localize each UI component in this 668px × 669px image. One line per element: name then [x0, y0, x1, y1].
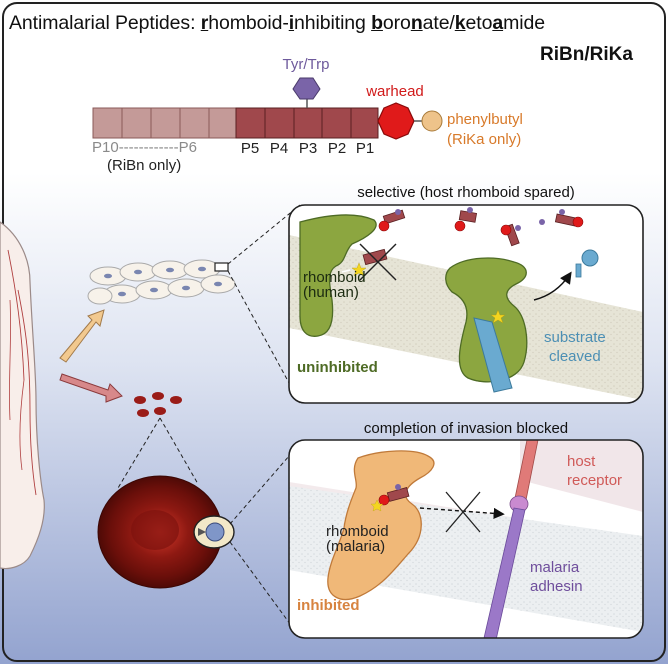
title-segment: mide	[503, 12, 545, 34]
title-underlined-letter: a	[492, 12, 504, 34]
arm-illustration	[0, 221, 45, 570]
title: Antimalarial Peptides: rhomboid-inhibiti…	[9, 12, 545, 35]
title-segment: homboid-	[208, 12, 289, 34]
residue-p8	[150, 107, 181, 139]
title-underlined-letter: n	[410, 12, 423, 34]
position-p3: P3	[298, 140, 318, 157]
bound-peptide-bottom	[386, 487, 410, 502]
warhead-label: warhead	[366, 83, 424, 100]
malaria-rhomboid	[327, 450, 435, 601]
position-p5: P5	[240, 140, 260, 157]
host-receptor-label: host receptor	[567, 453, 623, 489]
phenylbutyl-label: phenylbutyl	[447, 111, 523, 128]
bottom-panel-border	[288, 439, 644, 639]
title-underlined-letter: k	[454, 12, 466, 34]
cleaved-fragment	[581, 249, 599, 267]
residue-p3	[293, 107, 323, 139]
top-membrane	[289, 235, 643, 400]
subtitle: RiBn/RiKa	[540, 44, 633, 65]
p10-p6-label: P10------------P6	[92, 139, 197, 156]
red-blood-cell	[97, 475, 235, 589]
bottom-panel-caption: completion of invasion blocked	[363, 420, 569, 437]
residue-p6	[208, 107, 237, 139]
residue-p1	[350, 107, 379, 139]
substrate-label: substrate cleaved	[544, 329, 606, 365]
substrate-helix	[473, 317, 513, 393]
warhead-octagon	[377, 102, 415, 140]
title-segment: oro	[382, 12, 411, 34]
residue-p4	[264, 107, 295, 139]
bottom-panel	[288, 439, 644, 639]
tyr-trp-hexagon	[292, 77, 321, 100]
tan-arrow	[59, 309, 105, 363]
residue-p7	[179, 107, 210, 139]
title-underlined-letter: i	[288, 12, 295, 34]
peptide-chain	[92, 77, 443, 140]
x-mark-top-2	[359, 243, 397, 281]
ribn-only-label: (RiBn only)	[107, 157, 182, 174]
title-segment: ate/	[422, 12, 455, 34]
residue-p2	[321, 107, 352, 139]
uninhibited-label: uninhibited	[297, 359, 378, 376]
release-arrow	[533, 271, 572, 301]
epithelial-cells	[87, 259, 236, 305]
arm-arrows	[59, 309, 123, 403]
position-p2: P2	[327, 140, 347, 157]
pink-arrow	[59, 373, 123, 403]
top-panel	[288, 204, 644, 404]
position-p1: P1	[355, 140, 375, 157]
title-underlined-letter: r	[200, 12, 209, 34]
malaria-adhesin	[483, 507, 526, 638]
title-underlined-letter: b	[371, 12, 383, 34]
projection-lines	[117, 204, 301, 633]
title-segment: nhibiting	[294, 12, 372, 34]
host-cell-area	[520, 440, 643, 512]
malaria-rhomboid-label: rhomboid (malaria)	[326, 523, 389, 555]
inhibited-label: inhibited	[297, 597, 360, 614]
cleaved-stub	[575, 263, 582, 278]
phenylbutyl-circle	[421, 110, 443, 132]
residue-p9	[121, 107, 152, 139]
x-mark-bottom-2	[445, 491, 481, 533]
zoom-box-tissue	[214, 262, 229, 272]
title-segment: Antimalarial Peptides:	[9, 12, 201, 34]
position-p4: P4	[269, 140, 289, 157]
active-site-star-2	[490, 309, 506, 324]
tyr-trp-label: Tyr/Trp	[282, 56, 330, 73]
top-panel-border	[288, 204, 644, 404]
cleaving-rhomboid	[445, 257, 528, 383]
residue-p10	[92, 107, 123, 139]
rika-only-label: (RiKa only)	[447, 131, 522, 148]
human-rhomboid-label: rhomboid (human)	[303, 269, 366, 301]
residue-p5	[235, 107, 266, 139]
free-inhibitors	[378, 207, 584, 247]
blood-cell-cluster	[134, 392, 182, 417]
malaria-adhesin-label: malaria adhesin	[530, 559, 583, 595]
top-panel-caption: selective (host rhomboid spared)	[357, 184, 575, 201]
title-segment: eto	[465, 12, 493, 34]
active-site-star-1	[351, 262, 367, 277]
human-rhomboid	[299, 214, 377, 337]
